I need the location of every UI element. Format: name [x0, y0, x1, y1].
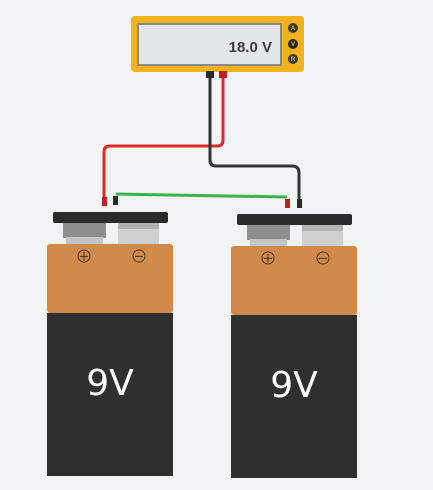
battery-2-plus-terminal[interactable]	[247, 225, 290, 240]
connector-b2-minus	[297, 199, 302, 208]
mode-a-dial[interactable]	[288, 23, 298, 33]
series-jumper-wire[interactable]	[115, 192, 288, 199]
battery-1-bottom	[47, 470, 173, 476]
battery-2-label: 9V	[270, 365, 318, 406]
battery-2-minus-symbol: −	[318, 252, 329, 267]
battery-2[interactable]: + − 9V	[231, 214, 357, 478]
mode-v-label: V	[291, 42, 295, 48]
battery-2-plus-base	[250, 239, 287, 247]
negative-probe-jack[interactable]	[206, 71, 214, 78]
battery-1-top-band	[47, 244, 173, 313]
battery-1-minus-symbol: −	[134, 250, 145, 265]
battery-2-minus-base	[302, 231, 343, 247]
battery-1-plus-symbol: +	[79, 250, 90, 265]
battery-2-top-band	[231, 246, 357, 315]
connector-b1-minus	[113, 196, 118, 205]
multimeter-screen	[139, 25, 280, 64]
mode-a-label: A	[291, 26, 296, 32]
battery-2-cap	[237, 214, 352, 225]
battery-2-minus-marker	[316, 251, 330, 265]
connector-b2-plus	[285, 199, 290, 208]
battery-1-minus-terminal[interactable]	[118, 223, 159, 231]
battery-2-minus-terminal[interactable]	[302, 225, 343, 233]
battery-1[interactable]: + − 9V	[47, 212, 173, 476]
wire-connectors	[102, 196, 302, 208]
battery-2-body	[231, 315, 357, 478]
multimeter-reading: 18.0 V	[229, 39, 272, 56]
battery-1-minus-marker	[132, 249, 146, 263]
battery-2-plus-symbol: +	[263, 252, 274, 267]
battery-1-plus-terminal[interactable]	[63, 223, 106, 238]
connector-b1-plus	[102, 197, 107, 206]
battery-1-body	[47, 313, 173, 476]
mode-r-label: R	[291, 57, 296, 63]
battery-1-plus-base	[66, 237, 103, 245]
battery-1-plus-marker	[77, 249, 91, 263]
positive-lead-wire[interactable]	[102, 78, 225, 200]
battery-1-minus-base	[118, 229, 159, 245]
mode-v-dial[interactable]	[288, 39, 298, 49]
multimeter[interactable]: 18.0 V A V R	[131, 16, 304, 78]
battery-1-cap	[53, 212, 168, 223]
mode-r-dial[interactable]	[288, 54, 298, 64]
battery-2-plus-marker	[261, 251, 275, 265]
positive-probe-jack[interactable]	[219, 71, 227, 78]
battery-1-label: 9V	[86, 363, 134, 404]
negative-lead-wire[interactable]	[208, 78, 301, 202]
